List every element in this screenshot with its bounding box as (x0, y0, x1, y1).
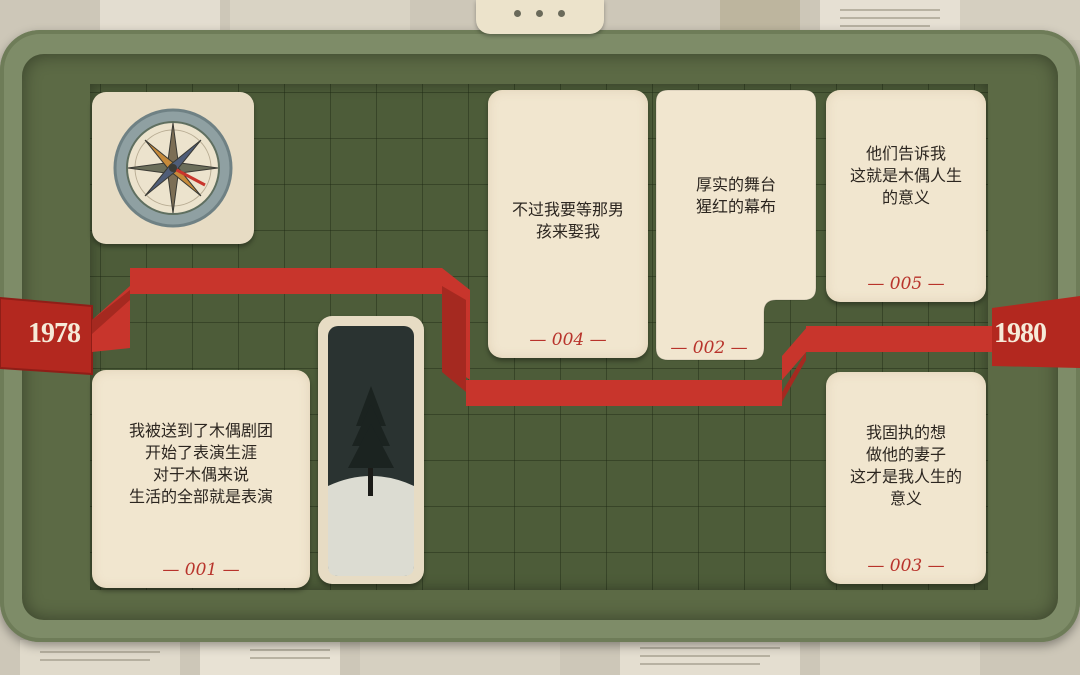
pine-tree-icon (328, 326, 414, 576)
card-text: 我被送到了木偶剧团 开始了表演生涯 对于木偶来说 生活的全部就是表演 (128, 421, 273, 506)
compass-icon (113, 108, 233, 228)
card-number: — 004 — (529, 330, 607, 350)
story-card-005[interactable]: 他们告诉我 这就是木偶人生 的意义 — 005 — (826, 90, 986, 302)
card-text: 他们告诉我 这就是木偶人生 的意义 (849, 144, 962, 207)
story-card-004[interactable]: 不过我要等那男 孩来娶我 — 004 — (488, 90, 648, 358)
end-year-label: 1980 (994, 318, 1047, 349)
story-card-002-shape (655, 89, 817, 361)
card-number: — 001 — (162, 560, 240, 580)
box-handle (476, 0, 604, 34)
story-card-002[interactable]: 厚实的舞台 猩红的幕布 — 002 — (656, 92, 816, 364)
card-number: — 003 — (867, 556, 945, 576)
handle-rivet (558, 10, 565, 17)
handle-rivet (514, 10, 521, 17)
handle-rivet (536, 10, 543, 17)
card-text: 我固执的想 做他的妻子 这才是我人生的 意义 (849, 423, 962, 508)
card-number: — 002 — (670, 338, 748, 358)
start-year-label: 1978 (28, 318, 81, 349)
compass-tile[interactable] (92, 92, 254, 244)
card-text: 厚实的舞台 猩红的幕布 (695, 175, 776, 216)
card-number: — 005 — (867, 274, 945, 294)
tree-tile[interactable] (318, 316, 424, 584)
story-card-001[interactable]: 我被送到了木偶剧团 开始了表演生涯 对于木偶来说 生活的全部就是表演 — 001… (92, 370, 310, 588)
card-text: 不过我要等那男 孩来娶我 (511, 200, 624, 241)
story-card-003[interactable]: 我固执的想 做他的妻子 这才是我人生的 意义 — 003 — (826, 372, 986, 584)
